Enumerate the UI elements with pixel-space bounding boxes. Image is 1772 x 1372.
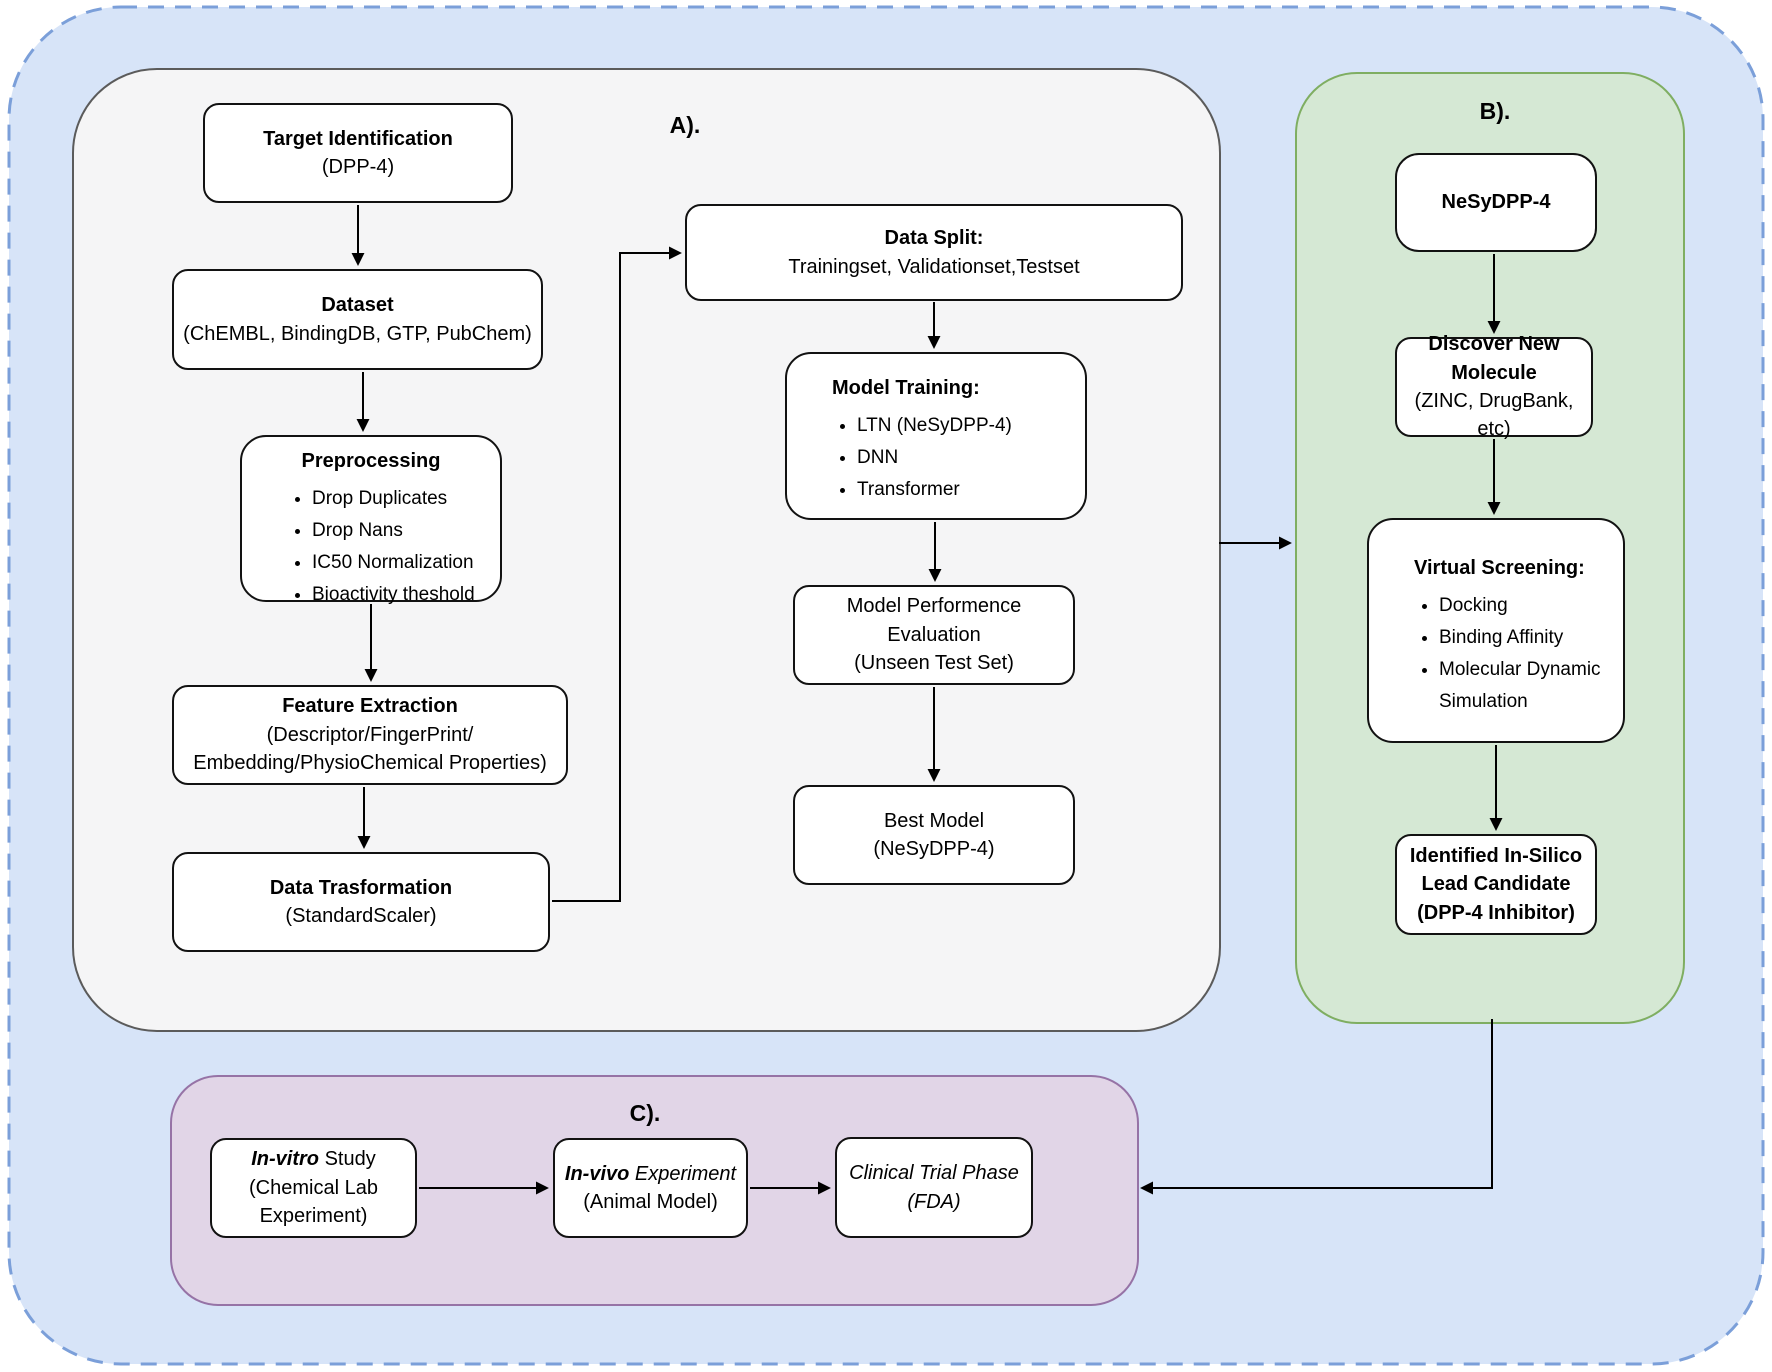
bullet-list: Drop Duplicates Drop Nans IC50 Normaliza…: [242, 483, 500, 611]
bullet-item: Drop Duplicates: [312, 483, 494, 515]
node-title: Target Identification: [263, 127, 453, 150]
node-virtual-screening: Virtual Screening: Docking Binding Affin…: [1367, 518, 1625, 743]
node-best-model: Best Model (NeSyDPP-4): [793, 785, 1075, 885]
node-subtitle: (DPP-4): [321, 156, 395, 178]
node-title: In-vivo Experiment: [565, 1160, 736, 1188]
node-subtitle: (StandardScaler): [285, 905, 437, 927]
node-line: Clinical Trial Phase: [849, 1162, 1019, 1185]
node-title: Data Split:: [884, 227, 984, 250]
node-invitro-study: In-vitro Study (Chemical Lab Experiment): [210, 1138, 417, 1238]
node-title: Feature Extraction: [282, 695, 458, 718]
node-title: Model Training:: [832, 377, 980, 399]
node-line: (DPP-4 Inhibitor): [1417, 901, 1575, 924]
node-identified-lead-candidate: Identified In-Silico Lead Candidate (DPP…: [1395, 834, 1597, 935]
node-feature-extraction: Feature Extraction (Descriptor/FingerPri…: [172, 685, 568, 785]
bullet-item: Transformer: [857, 474, 1079, 506]
section-c-label: C).: [629, 1100, 661, 1126]
node-preprocessing: Preprocessing Drop Duplicates Drop Nans …: [240, 435, 502, 605]
node-title: Preprocessing: [301, 450, 441, 472]
node-nesydpp4: NeSyDPP-4: [1395, 153, 1597, 252]
node-clinical-trial-phase: Clinical Trial Phase (FDA): [835, 1137, 1033, 1238]
node-line: Identified In-Silico: [1409, 844, 1583, 867]
node-title: Virtual Screening:: [1414, 557, 1585, 579]
node-subtitle: (ChEMBL, BindingDB, GTP, PubChem): [183, 322, 532, 345]
section-a-label: A).: [669, 112, 701, 138]
bullet-item: Binding Affinity: [1439, 622, 1617, 654]
node-data-transformation: Data Trasformation (StandardScaler): [172, 852, 550, 952]
node-line: Lead Candidate: [1421, 873, 1571, 896]
node-subtitle: (Descriptor/FingerPrint/: [266, 723, 474, 746]
node-target-identification: Target Identification (DPP-4): [203, 103, 513, 203]
node-line: (Unseen Test Set): [854, 652, 1014, 675]
bullet-item: LTN (NeSyDPP-4): [857, 410, 1079, 442]
node-subtitle: (Animal Model): [583, 1191, 718, 1213]
node-invivo-experiment: In-vivo Experiment (Animal Model): [553, 1138, 748, 1238]
bullet-item: Molecular Dynamic Simulation: [1439, 654, 1617, 718]
node-subtitle: (Chemical Lab Experiment): [249, 1176, 378, 1228]
node-model-training: Model Training: LTN (NeSyDPP-4) DNN Tran…: [785, 352, 1087, 520]
node-data-split: Data Split: Trainingset, Validationset,T…: [685, 204, 1183, 301]
bullet-list: Docking Binding Affinity Molecular Dynam…: [1369, 590, 1623, 718]
node-title: Data Trasformation: [269, 876, 453, 899]
section-b-label: B).: [1479, 98, 1511, 124]
node-title-rest: Study: [319, 1148, 376, 1171]
node-title: In-vitro Study: [251, 1145, 375, 1173]
node-dataset: Dataset (ChEMBL, BindingDB, GTP, PubChem…: [172, 269, 543, 370]
node-title-rest: Experiment: [629, 1162, 737, 1185]
node-title: NeSyDPP-4: [1441, 191, 1551, 214]
node-title: Dataset: [321, 294, 394, 317]
bullet-list: LTN (NeSyDPP-4) DNN Transformer: [787, 410, 1085, 506]
node-line: (FDA): [907, 1190, 961, 1213]
node-line: (NeSyDPP-4): [873, 838, 995, 860]
node-model-performance-evaluation: Model Performence Evaluation (Unseen Tes…: [793, 585, 1075, 685]
bullet-item: IC50 Normalization: [312, 547, 494, 579]
node-discover-new-molecule: Discover New Molecule (ZINC, DrugBank, e…: [1395, 333, 1593, 440]
node-line: Model Performence: [846, 595, 1022, 618]
bullet-item: DNN: [857, 442, 1079, 474]
bullet-item: Bioactivity theshold: [312, 579, 494, 611]
node-line: Evaluation: [887, 623, 981, 646]
bullet-item: Drop Nans: [312, 515, 494, 547]
node-title-emphasis: In-vitro: [251, 1148, 320, 1171]
node-subtitle: Embedding/PhysioChemical Properties): [193, 752, 547, 775]
bullet-item: Docking: [1439, 590, 1617, 622]
node-line: Best Model: [883, 809, 985, 832]
node-subtitle: (ZINC, DrugBank, etc): [1414, 390, 1574, 441]
node-title-emphasis: In-vivo: [564, 1162, 630, 1185]
node-title: Discover New Molecule: [1428, 333, 1560, 384]
node-subtitle: Trainingset, Validationset,Testset: [788, 255, 1080, 278]
